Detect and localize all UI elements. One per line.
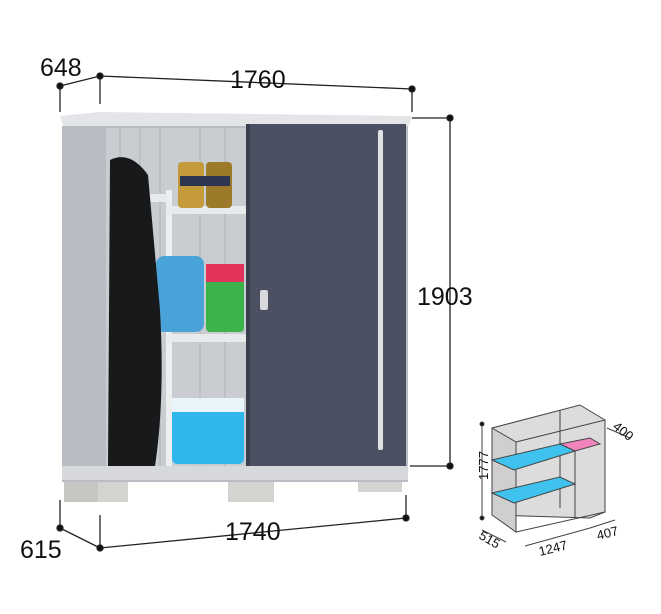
shelf [166,206,246,214]
cooler-icon [172,398,244,464]
width-top-label: 1760 [230,66,286,94]
interior-height-label: 1777 [476,451,491,480]
shelf [166,334,246,342]
boots-icon [178,162,232,208]
shelf-depth-label: 400 [610,419,636,444]
sleeping-bag-icon [156,256,204,332]
depth-top-label: 648 [40,54,82,82]
interior-depth-label: 515 [477,528,503,552]
bag-icon [206,268,244,332]
height-label: 1903 [417,283,473,311]
interior-diagram [479,404,631,547]
dimension-lines [56,72,454,552]
golf-bag-icon [108,157,162,466]
interior-width-main-label: 1247 [537,537,569,559]
foot-block [228,482,274,502]
door-lock [260,290,268,310]
base [62,466,408,480]
door-handle [378,130,383,450]
shed [60,112,412,502]
width-bottom-label: 1740 [225,518,281,546]
interior-width-side-label: 407 [595,523,620,543]
depth-bottom-label: 615 [20,536,62,564]
